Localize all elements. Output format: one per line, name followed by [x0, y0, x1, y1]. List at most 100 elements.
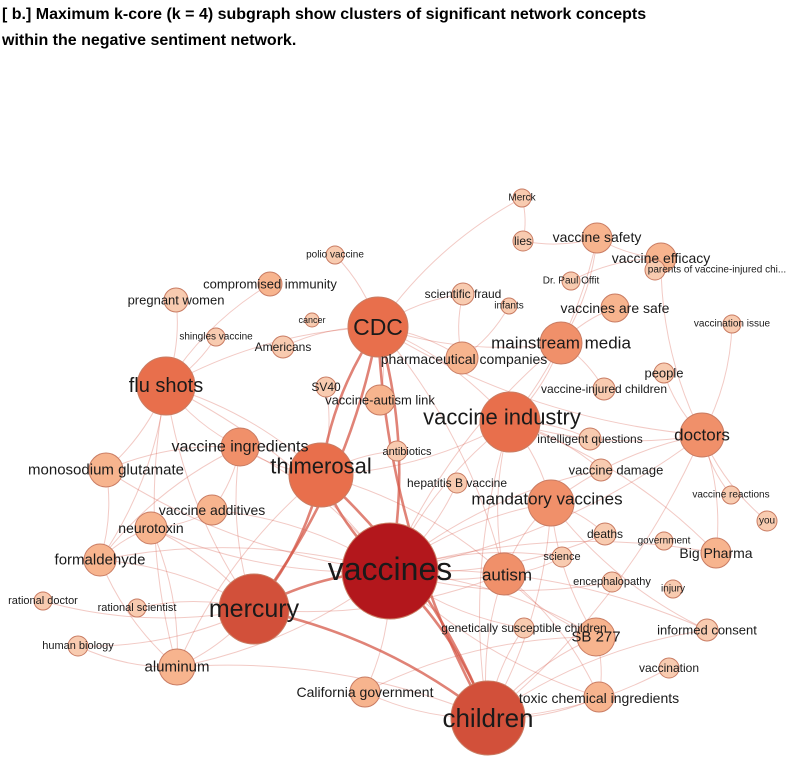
node-label-dr-paul-offit: Dr. Paul Offit — [543, 276, 600, 287]
node-aluminum — [158, 648, 196, 686]
node-label-people: people — [644, 366, 683, 381]
node-government — [654, 531, 674, 551]
node-label-vaccine-reactions: vaccine reactions — [692, 490, 769, 501]
node-label-pharmaceutical-companies: pharmaceutical companies — [381, 351, 548, 367]
edge-sb277-california_government — [364, 636, 597, 693]
node-vaccination-issue — [722, 314, 742, 334]
edge-vaccine_industry-big_pharma — [509, 421, 717, 554]
node-sv40 — [315, 376, 337, 398]
node-cancer — [304, 312, 320, 328]
node-parents-vic — [644, 259, 666, 281]
node-label-children: children — [442, 703, 533, 733]
node-rational-doctor — [33, 591, 53, 611]
node-label-sb277: SB 277 — [571, 629, 620, 646]
node-science — [551, 546, 573, 568]
edge-children-cdc — [376, 326, 490, 719]
node-vaccine-autism-link — [364, 384, 396, 416]
node-merck — [512, 188, 532, 208]
node-label-encephalopathy: encephalopathy — [573, 576, 651, 588]
node-informed-consent — [695, 618, 719, 642]
node-vaccine-additives — [196, 494, 228, 526]
node-label-antibiotics: antibiotics — [383, 446, 432, 458]
node-label-thimerosal: thimerosal — [270, 454, 371, 479]
node-label-pregnant-women: pregnant women — [128, 293, 225, 308]
node-vaccine-ingredients — [220, 427, 260, 467]
edge-cdc-autism — [377, 326, 505, 575]
node-vaccine-reactions — [721, 485, 741, 505]
node-vaccine-safety — [581, 222, 613, 254]
node-pregnant-women — [163, 287, 189, 313]
node-label-deaths: deaths — [587, 527, 623, 541]
node-label-parents-vic: parents of vaccine-injured chi... — [648, 265, 786, 276]
node-label-cdc: CDC — [353, 314, 403, 340]
node-label-vaccine-injured-children: vaccine-injured children — [541, 382, 667, 396]
node-label-human-biology: human biology — [42, 640, 114, 652]
node-label-vaccine-autism-link: vaccine-autism link — [325, 393, 435, 408]
node-you — [756, 510, 778, 532]
node-label-vaccination: vaccination — [639, 661, 699, 675]
node-label-vaccination-issue: vaccination issue — [694, 319, 771, 330]
node-thimerosal — [288, 442, 354, 508]
node-label-vaccine-ingredients: vaccine ingredients — [172, 439, 309, 456]
node-vaccine-damage — [589, 458, 613, 482]
node-vaccination — [658, 657, 680, 679]
node-formaldehyde — [83, 543, 117, 577]
node-vaccine-injured-children — [592, 377, 616, 401]
node-label-monosodium-glutamate: monosodium glutamate — [28, 462, 184, 479]
node-label-autism: autism — [482, 566, 532, 585]
node-label-toxic-chemical-ingredients: toxic chemical ingredients — [519, 690, 679, 706]
node-human-biology — [67, 635, 89, 657]
node-label-rational-scientist: rational scientist — [98, 602, 177, 614]
node-intelligent-questions — [578, 427, 602, 451]
caption-line-1: [ b.] Maximum k-core (k = 4) subgraph sh… — [2, 6, 647, 23]
node-compromised-immunity — [257, 271, 283, 297]
node-rational-scientist — [127, 598, 147, 618]
node-label-vaccine-safety: vaccine safety — [553, 229, 642, 245]
node-injury — [663, 579, 683, 599]
node-mandatory-vaccines — [527, 479, 575, 527]
node-label-vaccine-efficacy: vaccine efficacy — [612, 250, 711, 266]
edge-children-aluminum — [176, 664, 489, 719]
node-label-lies: lies — [514, 234, 532, 248]
node-label-mainstream-media: mainstream media — [491, 334, 631, 353]
node-label-flu-shots: flu shots — [129, 375, 203, 397]
node-label-genetically-susceptible-children: genetically susceptible children — [441, 621, 606, 635]
node-lies — [512, 230, 534, 252]
node-label-scientific-fraud: scientific fraud — [425, 287, 502, 301]
node-label-vaccine-industry: vaccine industry — [423, 405, 581, 430]
node-deaths — [593, 522, 617, 546]
node-mercury — [218, 573, 290, 645]
node-label-merck: Merck — [508, 193, 536, 204]
node-vaccines — [341, 522, 439, 620]
node-flu-shots — [136, 356, 196, 416]
node-label-rational-doctor: rational doctor — [8, 595, 78, 607]
node-hepatitis-b-vaccine — [446, 472, 468, 494]
node-label-vaccines-are-safe: vaccines are safe — [561, 300, 670, 316]
node-label-government: government — [638, 536, 691, 547]
node-doctors — [679, 412, 725, 458]
node-mainstream-media — [539, 321, 583, 365]
node-label-polio-vaccine: polio vaccine — [306, 250, 364, 261]
edge-mandatory_vaccines-informed_consent — [550, 502, 708, 631]
node-label-sv40: SV40 — [311, 380, 341, 394]
node-genetically-susceptible-children — [513, 617, 535, 639]
node-label-mandatory-vaccines: mandatory vaccines — [471, 490, 622, 509]
node-label-vaccines: vaccines — [328, 551, 453, 587]
node-label-injury: injury — [661, 584, 685, 595]
node-toxic-chemical-ingredients — [583, 681, 615, 713]
node-label-formaldehyde: formaldehyde — [55, 552, 146, 569]
node-infants — [500, 297, 518, 315]
node-california-government — [349, 676, 381, 708]
node-encephalopathy — [601, 571, 623, 593]
node-sb277 — [576, 617, 616, 657]
node-label-mercury: mercury — [209, 595, 300, 623]
edge-cdc-doctors — [377, 326, 703, 436]
node-polio-vaccine — [325, 245, 345, 265]
node-label-vaccine-additives: vaccine additives — [159, 502, 266, 518]
node-scientific-fraud — [451, 282, 475, 306]
node-label-shingles-vaccine: shingles vaccine — [179, 332, 253, 343]
node-label-hepatitis-b-vaccine: hepatitis B vaccine — [407, 476, 507, 490]
node-label-compromised-immunity: compromised immunity — [203, 277, 337, 292]
node-big-pharma — [700, 537, 732, 569]
